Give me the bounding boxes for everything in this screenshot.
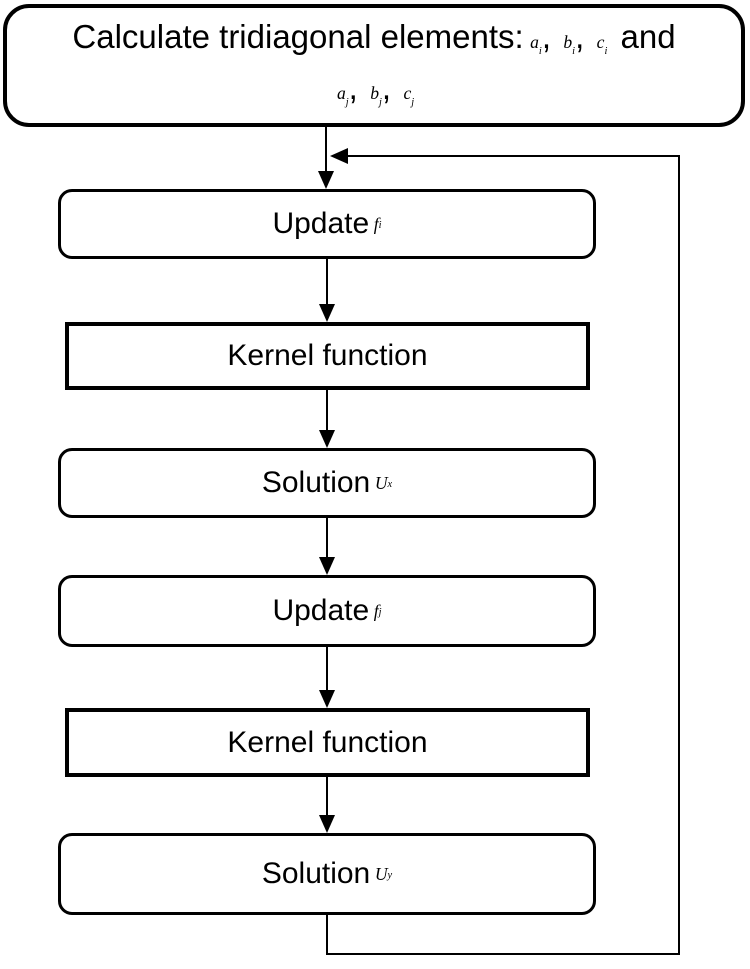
separator: ,	[348, 68, 358, 106]
math-var: b	[370, 82, 380, 103]
step-label: Update	[272, 207, 370, 240]
math-var: a	[530, 31, 539, 52]
step-label: Solution	[261, 466, 371, 499]
math-var: U	[374, 472, 388, 493]
connector-step5-to-step6	[319, 777, 335, 833]
arrowhead-down-icon	[319, 815, 335, 833]
step-label: Kernel function	[227, 725, 428, 759]
math-var: f	[373, 213, 379, 234]
math-var: U	[374, 863, 388, 884]
separator: ,	[575, 17, 585, 55]
math-var: a	[336, 82, 346, 103]
feedback-loop-connector	[326, 148, 680, 955]
connector-line	[326, 155, 680, 955]
title-prefix: Calculate tridiagonal elements:	[72, 17, 524, 55]
math-var: b	[563, 31, 573, 52]
arrowhead-down-icon	[319, 304, 335, 322]
title-line-2: aj,bj,cj	[334, 66, 414, 117]
arrowhead-down-icon	[318, 171, 334, 189]
arrowhead-down-icon	[319, 690, 335, 708]
math-subscript: j	[379, 96, 382, 108]
math-subscript: i	[572, 45, 576, 57]
node-kernel-function-1: Kernel function	[65, 322, 590, 390]
connector-step1-to-step2	[319, 259, 335, 322]
node-kernel-function-2: Kernel function	[65, 708, 590, 777]
math-subscript: j	[411, 96, 415, 108]
step-label: Kernel function	[227, 339, 428, 372]
separator: ,	[381, 68, 392, 106]
conjunction: and	[620, 17, 676, 55]
math-subscript: i	[604, 45, 608, 57]
arrowhead-left-icon	[330, 148, 348, 164]
arrowhead-down-icon	[319, 430, 335, 448]
separator: ,	[541, 17, 551, 55]
math-subscript: i	[538, 45, 542, 57]
connector-step4-to-step5	[319, 647, 335, 708]
connector-step2-to-step3	[319, 390, 335, 448]
math-var: c	[596, 31, 605, 52]
math-var: c	[403, 82, 412, 103]
arrowhead-down-icon	[319, 557, 335, 575]
step-label: Update	[272, 594, 370, 627]
connector-step3-to-step4	[319, 518, 335, 575]
math-var: f	[373, 600, 379, 621]
step-label: Solution	[261, 857, 371, 890]
math-subscript: j	[345, 96, 349, 108]
connector-title-to-step1	[318, 127, 334, 189]
